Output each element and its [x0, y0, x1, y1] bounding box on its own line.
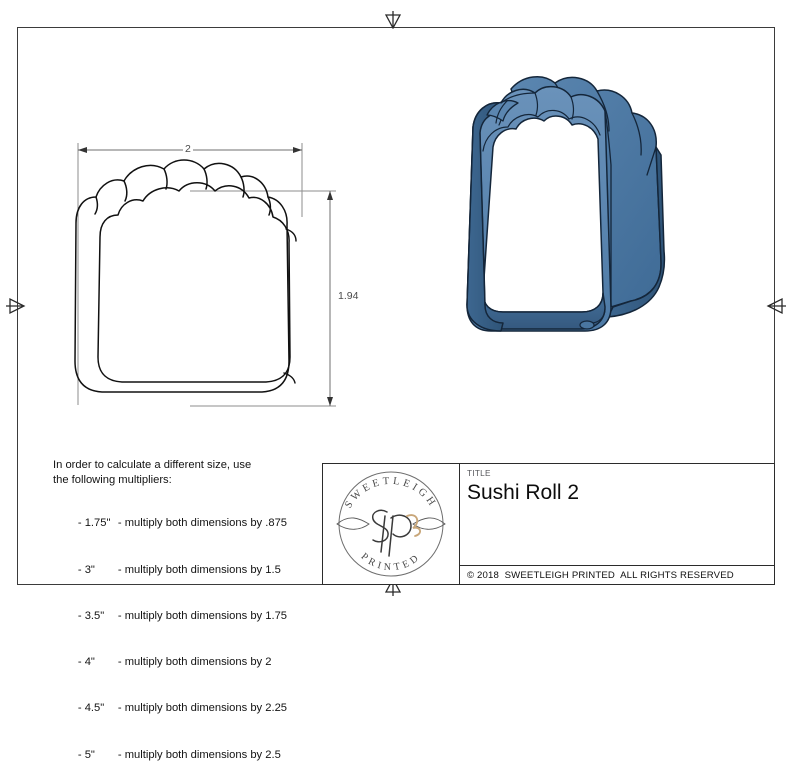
cutter-outline-outer — [74, 159, 290, 393]
note-row-text: - multiply both dimensions by 1.5 — [117, 563, 281, 576]
logo-top-arc-text: SWEETLEIGH — [343, 476, 439, 511]
note-row: - 3" - multiply both dimensions by 1.5 — [53, 547, 323, 593]
note-row: - 1.75" - multiply both dimensions by .87… — [53, 501, 323, 547]
note-row-size: - 1.75" — [77, 517, 111, 530]
note-row-size: - 4.5" — [77, 702, 105, 715]
note-row-size: - 4" — [77, 656, 95, 669]
model-inner-opening — [482, 115, 604, 313]
centering-mark-left-icon — [4, 295, 26, 317]
note-row-size: - 3" — [77, 563, 95, 576]
note-row-size: - 5" — [77, 748, 95, 761]
title-block: SWEETLEIGH PRINTED TITL — [322, 463, 775, 585]
copyright-notice: © 2018 SWEETLEIGH PRINTED ALL RIGHTS RES… — [460, 565, 774, 584]
model-view-3d — [415, 55, 695, 340]
note-row: - 3.5"- multiply both dimensions by 1.75 — [53, 593, 323, 639]
dimension-height-label: 1.94 — [336, 290, 361, 302]
note-row-text: - multiply both dimensions by 2.5 — [117, 748, 281, 761]
title-label: TITLE — [467, 469, 491, 478]
title-field: TITLE Sushi Roll 2 — [460, 464, 774, 565]
brand-logo: SWEETLEIGH PRINTED — [323, 464, 460, 584]
outline-view-2d: 2 1.94 — [40, 125, 370, 425]
size-multiplier-note: In order to calculate a different size, … — [53, 458, 323, 778]
note-row-text: - multiply both dimensions by .875 — [117, 517, 288, 530]
centering-mark-top-icon — [382, 9, 404, 29]
note-row: - 4.5" - multiply both dimensions by 2.25 — [53, 686, 323, 732]
note-row-size: - 3.5" — [77, 609, 105, 622]
logo-monogram-icon — [371, 509, 412, 557]
note-row: - 5" - multiply both dimensions by 2.5 — [53, 732, 323, 778]
title-value: Sushi Roll 2 — [467, 481, 580, 504]
note-row-text: - multiply both dimensions by 2.25 — [117, 702, 288, 715]
cutter-outline-inner — [97, 182, 291, 383]
drawing-page: 2 1.94 — [4, 9, 788, 761]
logo-flourish-right-icon — [412, 517, 446, 530]
dimension-width-label: 2 — [183, 143, 193, 155]
logo-circle-icon — [338, 471, 444, 577]
centering-mark-right-icon — [766, 295, 788, 317]
title-block-content: TITLE Sushi Roll 2 © 2018 SWEETLEIGH PRI… — [460, 464, 774, 584]
note-heading-line1: In order to calculate a different size, … — [53, 459, 252, 471]
cutter-outline-detail — [283, 228, 297, 384]
note-list: - 1.75" - multiply both dimensions by .87… — [53, 501, 323, 778]
logo-flourish-left-icon — [336, 517, 370, 530]
logo-accent-icon — [406, 514, 421, 537]
note-heading-line2: the following multipliers: — [53, 473, 172, 486]
note-heading: In order to calculate a different size, … — [53, 458, 323, 487]
logo-bottom-arc-text: PRINTED — [359, 551, 424, 573]
model-right-wall — [607, 146, 666, 318]
note-row: - 4" - multiply both dimensions by 2 — [53, 640, 323, 686]
note-row-text: - multiply both dimensions by 2 — [117, 656, 272, 669]
